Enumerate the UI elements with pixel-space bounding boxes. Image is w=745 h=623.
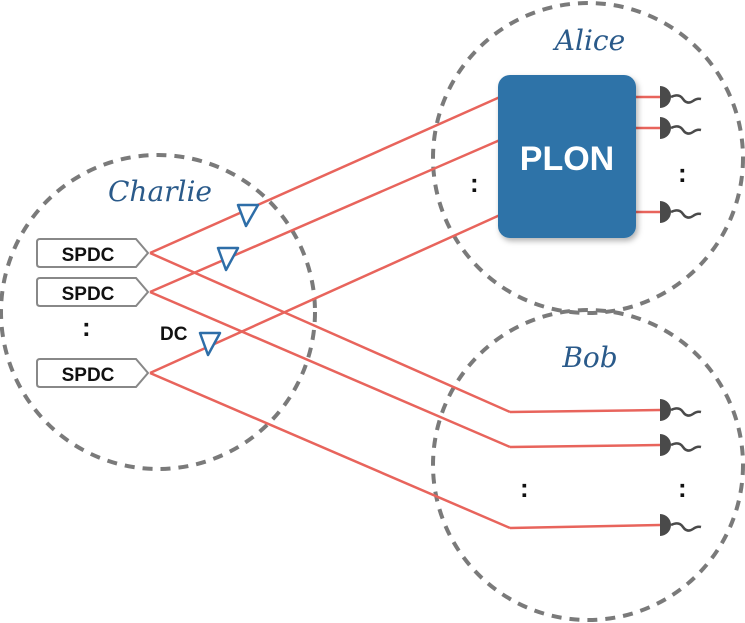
detector-icon: [660, 117, 702, 139]
delay-triangle-icon: [216, 246, 240, 272]
spdc-source: SPDC: [36, 238, 150, 268]
fiber-alice-3: [149, 213, 501, 375]
detector-icon: [660, 434, 702, 456]
fiber-bob-out-1: [509, 408, 661, 414]
spdc-ellipsis: :: [82, 312, 91, 342]
alice-circle: [431, 1, 745, 315]
spdc-label: SPDC: [62, 284, 115, 305]
fiber-alice-1: [149, 95, 501, 255]
detector-icon: [660, 201, 702, 223]
fiber-bob-out-2: [509, 443, 661, 449]
delay-markers: [198, 203, 260, 357]
detector-icon: [660, 399, 702, 421]
delay-triangle-icon: [198, 331, 222, 357]
fiber-bob-3: [149, 371, 511, 530]
spdc-source: SPDC: [36, 277, 150, 307]
bob-detector-ellipsis: :: [678, 473, 687, 503]
alice-detectors: [660, 86, 702, 223]
detector-icon: [660, 86, 702, 108]
spdc-source: SPDC: [36, 358, 150, 388]
spdc-label: SPDC: [62, 245, 115, 266]
plon-ellipsis: :: [470, 168, 479, 198]
fiber-alice-2: [149, 138, 501, 294]
plon-label: PLON: [520, 140, 614, 178]
delay-triangle-icon: [236, 203, 260, 228]
plon-box: [498, 75, 636, 238]
bob-label: Bob: [561, 341, 617, 374]
fiber-bob-2: [149, 290, 511, 449]
charlie-circle: [0, 153, 317, 471]
alice-label: Alice: [552, 24, 625, 57]
spdc-label: SPDC: [62, 365, 115, 386]
bob-detectors: [660, 399, 702, 536]
fiber-bob-1: [149, 251, 511, 414]
alice-detector-ellipsis: :: [678, 158, 687, 188]
dc-label: DC: [160, 324, 188, 345]
charlie-label: Charlie: [108, 175, 212, 208]
detector-icon: [660, 514, 702, 536]
bob-fiber-ellipsis: :: [520, 473, 529, 503]
fiber-bob-out-3: [509, 523, 661, 530]
bob-circle: [431, 308, 745, 622]
